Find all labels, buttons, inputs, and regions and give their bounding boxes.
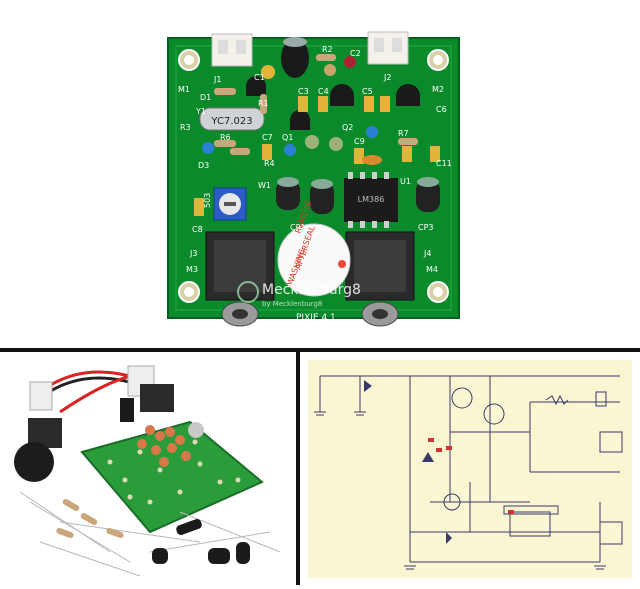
label-m4: M4 xyxy=(426,265,438,274)
kit-semiconductors xyxy=(120,398,250,564)
schematic-diagram xyxy=(300,352,640,585)
resistors xyxy=(214,54,418,155)
watermark-small-text: by Mecklenburg8 xyxy=(262,300,322,308)
label-c6: C6 xyxy=(436,105,447,114)
schematic-transistors xyxy=(443,387,505,511)
trimmer-pot-w1: 503 xyxy=(203,187,247,221)
ceramic-capacitors xyxy=(137,425,191,467)
audio-jacks xyxy=(205,231,415,327)
label-j4: J4 xyxy=(423,249,431,258)
kit-parts-photo xyxy=(0,352,296,585)
label-j1: J1 xyxy=(213,75,221,84)
label-w1: W1 xyxy=(258,181,271,190)
transistors xyxy=(246,76,420,130)
ic-u1: LM386 xyxy=(344,172,398,228)
label-m3: M3 xyxy=(186,265,198,274)
crystal-label: YC7.023 xyxy=(210,116,252,127)
mounting-holes xyxy=(178,49,449,303)
label-y1: Y1 xyxy=(195,107,206,116)
schematic-background xyxy=(308,360,632,578)
label-c9: C9 xyxy=(354,137,365,146)
vertical-divider xyxy=(296,352,300,585)
header-connectors xyxy=(211,31,409,67)
kit-jack-2 xyxy=(140,384,174,412)
component-leads xyxy=(19,491,281,577)
label-cp3: CP3 xyxy=(418,223,434,232)
label-c1: C1 xyxy=(254,73,265,82)
label-u1: U1 xyxy=(400,177,411,186)
label-r6: R6 xyxy=(220,133,231,142)
watermark-text: Mecklenburg8 xyxy=(262,282,361,298)
label-r1: R1 xyxy=(258,99,269,108)
label-r2: R2 xyxy=(322,45,333,54)
small-capacitors xyxy=(194,56,440,216)
schematic-red-marks xyxy=(428,438,514,514)
silkscreen-labels: J1 J2 J3 J4 M1 M2 M3 M4 R1 R2 R3 R4 R6 R… xyxy=(178,45,452,274)
label-m1: M1 xyxy=(178,85,190,94)
assembled-board-photo: YC7.023 xyxy=(167,31,460,327)
label-c11: C11 xyxy=(436,159,452,168)
schematic-jacks xyxy=(595,391,623,545)
label-r4: R4 xyxy=(264,159,275,168)
schematic-wires xyxy=(319,375,620,563)
buzzer: REMOVE SEAL AFTER WASHING xyxy=(277,199,351,297)
schematic-diodes xyxy=(364,380,452,544)
schematic-svg xyxy=(308,360,632,578)
kit-buzzer xyxy=(14,442,54,482)
label-cp1: CP1 xyxy=(290,223,306,232)
watermark: Mecklenburg8 by Mecklenburg8 xyxy=(237,281,361,308)
horizontal-divider xyxy=(0,348,640,352)
pot-label: 503 xyxy=(203,193,212,208)
label-r3: R3 xyxy=(180,123,191,132)
label-c7: C7 xyxy=(262,133,273,142)
label-j2: J2 xyxy=(383,73,391,82)
label-c2: C2 xyxy=(350,49,361,58)
ic-label: LM386 xyxy=(358,195,385,204)
schematic-grounds xyxy=(314,411,606,570)
pcb-edge-trace xyxy=(175,45,452,311)
kit-led xyxy=(188,422,204,438)
label-r7: R7 xyxy=(398,129,409,138)
kit-parts-svg xyxy=(14,365,281,577)
label-c8: C8 xyxy=(192,225,203,234)
connector-white xyxy=(29,381,53,411)
board-name-silkscreen: PIXIE 4.1 xyxy=(296,313,336,323)
label-j3: J3 xyxy=(189,249,197,258)
crystal-y1: YC7.023 xyxy=(199,107,265,131)
label-q2: Q2 xyxy=(342,123,353,132)
label-c5: C5 xyxy=(362,87,373,96)
label-m2: M2 xyxy=(432,85,444,94)
label-d1: D1 xyxy=(200,93,211,102)
kit-resistors xyxy=(56,499,124,539)
kit-pcb xyxy=(80,420,264,534)
label-c3: C3 xyxy=(298,87,309,96)
assembled-board-svg: YC7.023 xyxy=(167,31,460,327)
label-c4: C4 xyxy=(318,87,329,96)
label-d3: D3 xyxy=(198,161,209,170)
label-q1: Q1 xyxy=(282,133,293,142)
electrolytic-capacitors xyxy=(276,37,440,214)
